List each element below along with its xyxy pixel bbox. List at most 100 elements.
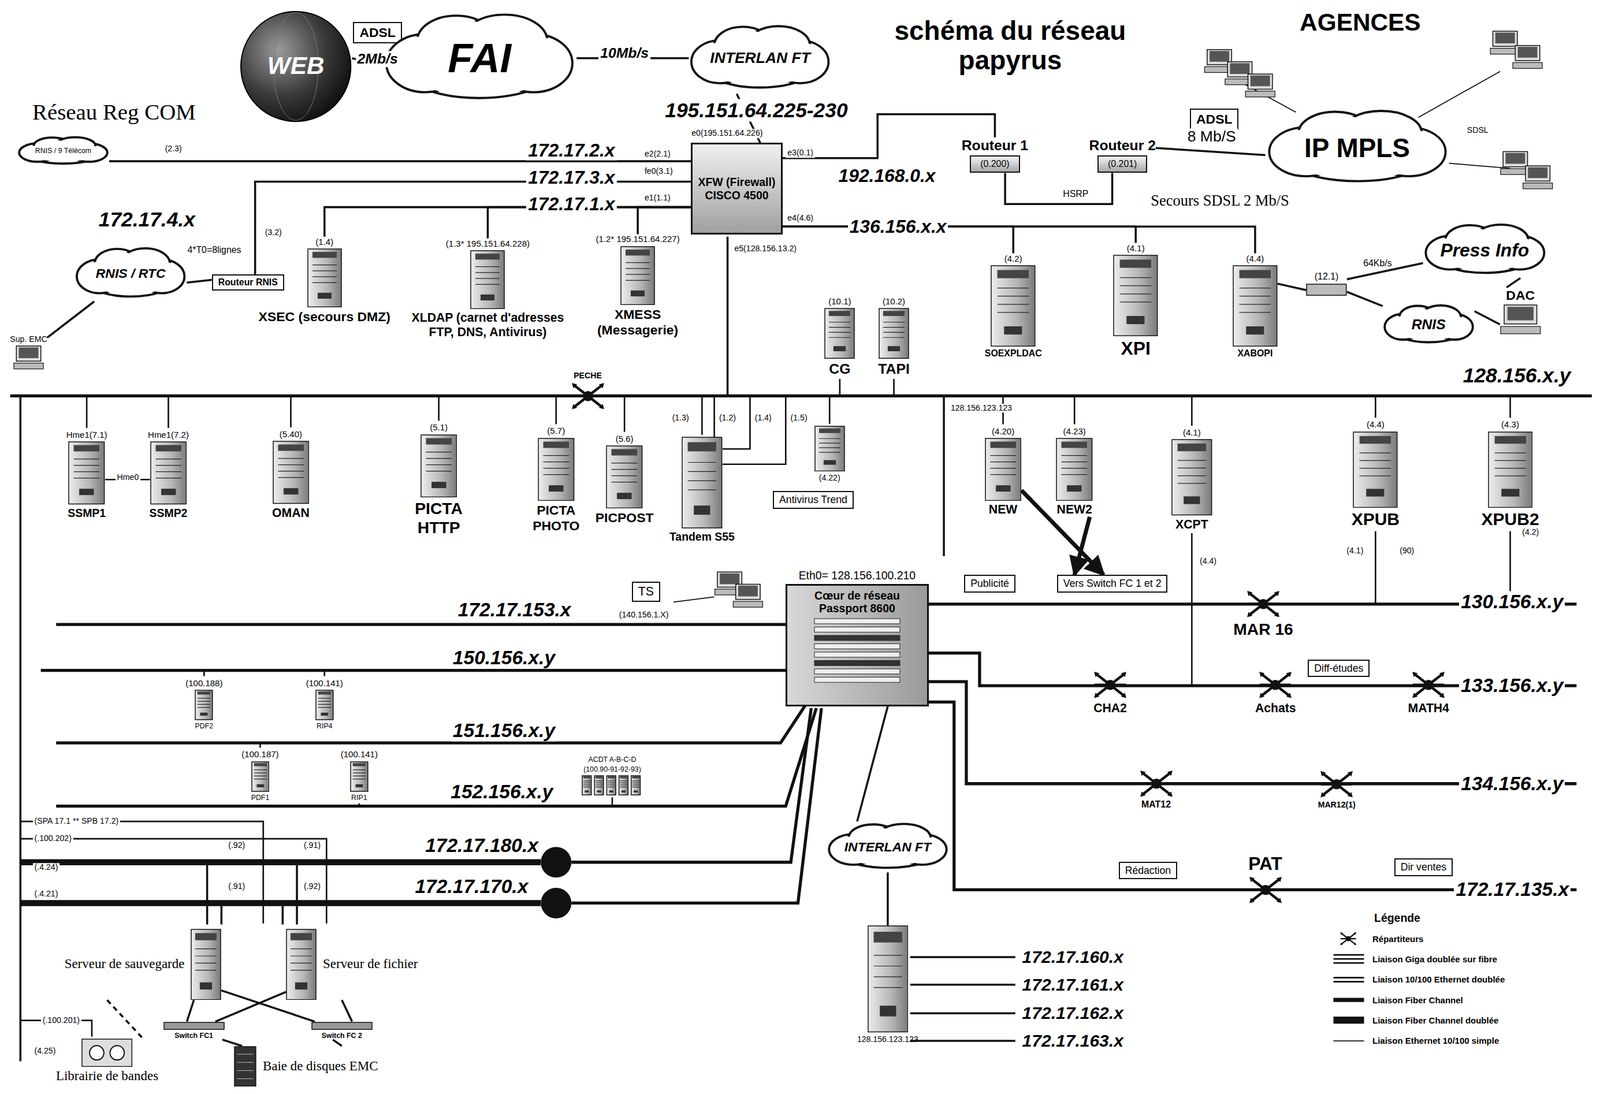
fiber-hub	[540, 887, 572, 919]
firewall-box: XFW (Firewall) CISCO 4500	[690, 142, 783, 235]
callout-label: e0(195.151.64.226)	[689, 129, 765, 139]
node-text: (100.141)	[306, 678, 344, 688]
link-connector	[1474, 311, 1501, 325]
server-icon	[251, 761, 270, 792]
bus-drop	[358, 803, 361, 807]
server-icon	[150, 441, 188, 505]
node-text: IP MPLS	[1304, 132, 1410, 164]
callout-label: 128.156.x.y	[1461, 364, 1573, 388]
node-text: (4.4)	[1366, 419, 1385, 430]
server-node: Tandem S55	[669, 436, 735, 543]
link-label: 64Kb/s	[1361, 258, 1394, 269]
node-text: FAI	[447, 34, 512, 82]
network-segment	[1418, 71, 1501, 118]
node-text: (4.1)	[1182, 427, 1201, 438]
network-segment	[910, 1039, 1016, 1043]
label-box: Publicité	[964, 574, 1016, 593]
callout-label: AGENCES	[1297, 9, 1423, 37]
node-text: (5.1)	[429, 422, 448, 433]
callout-label: (1.4)	[753, 414, 774, 424]
server-icon	[350, 761, 369, 792]
node-text: RNIS	[1411, 316, 1446, 333]
server-icon	[315, 689, 334, 721]
workstation: Sup. EMC	[9, 334, 47, 371]
link-connector	[1506, 277, 1521, 288]
server-icon	[420, 434, 458, 498]
node-text: ACDT A-B-C-D	[588, 755, 637, 764]
node-text: (0.201)	[1107, 158, 1137, 170]
callout-label: 172.17.170.x	[412, 876, 530, 898]
callout-label: 152.156.x.y	[448, 780, 555, 803]
server-icon	[605, 445, 643, 509]
fc-switch: Switch FC1	[163, 1021, 225, 1040]
network-segment	[722, 395, 787, 464]
callout-label: Hme0	[115, 473, 141, 483]
server-node: (4.4)XPUB	[1351, 419, 1400, 530]
callout-label: 172.17.180.x	[423, 835, 541, 857]
node-text: (5.40)	[279, 429, 303, 439]
legend-text: Liaison Ethernet 10/100 simple	[1372, 1035, 1499, 1046]
callout-label: 172.17.163.x	[1020, 1031, 1126, 1051]
callout-label: (140.156.1.X)	[617, 610, 671, 620]
server-node: (4.3)XPUB2	[1481, 419, 1539, 530]
node-text: (4.23)	[1063, 426, 1086, 437]
link-connector	[857, 706, 888, 822]
legend-sample	[1331, 971, 1367, 988]
network-segment	[220, 902, 223, 925]
node-text: Cœur de réseau Passport 8600	[790, 589, 924, 616]
callout-label: e1(1.1)	[642, 193, 673, 203]
node-text: Vers Switch FC 1 et 2	[1063, 577, 1162, 590]
node-text: RNIS / RTC	[95, 265, 166, 281]
bus-drop	[1073, 395, 1076, 424]
node-text: SSMP1	[67, 506, 106, 520]
distributor-symbol: Achats	[1255, 670, 1297, 716]
link-connector	[1155, 147, 1266, 155]
bus-drop	[892, 378, 895, 396]
server-icon	[272, 440, 310, 505]
distributor-symbol: MAR12(1)	[1318, 769, 1356, 810]
callout-label: (4.4)	[1197, 556, 1219, 567]
bus-drop	[437, 395, 440, 421]
server-icon	[470, 250, 505, 310]
workstation-icon	[1523, 165, 1553, 189]
workstation-icon	[732, 583, 763, 608]
server-node: 128.156.123.123	[857, 925, 919, 1044]
server-icon	[1487, 431, 1533, 508]
callout-label: 172.17.135.x	[1453, 879, 1571, 901]
network-cloud: RNIS / RTC	[74, 245, 187, 302]
server-node: (5.6)PICPOST	[595, 433, 654, 526]
callout-label: 172.17.160.x	[1020, 947, 1126, 967]
node-text: OMAN	[272, 505, 310, 520]
server-node: (5.7)PICTA PHOTO	[523, 425, 589, 534]
node-text: MAR 16	[1233, 619, 1294, 639]
server-rack: ACDT A-B-C-D(100.90-91-92-93)	[581, 755, 643, 796]
server-node: Hme1(7.1)SSMP1	[66, 429, 108, 520]
node-text: PICPOST	[595, 510, 654, 526]
callout-label: 151.156.x.y	[451, 719, 557, 742]
network-segment	[571, 708, 822, 903]
router-chassis: (0.200)	[969, 155, 1020, 173]
bus-drop	[623, 395, 626, 432]
callout-label: (90)	[1397, 546, 1416, 556]
node-text: Tandem S55	[669, 530, 735, 543]
bus-drop	[828, 395, 831, 424]
node-text: MAR12(1)	[1318, 800, 1356, 810]
callout-label: (1.3)	[670, 414, 691, 424]
network-segment	[56, 622, 806, 626]
node-text: TS	[638, 584, 654, 599]
bus-drop	[167, 395, 170, 428]
network-segment	[41, 668, 807, 672]
network-segment	[910, 955, 1016, 959]
node-text: ADSL	[359, 24, 396, 40]
link-connector	[1074, 516, 1090, 576]
link-connector	[341, 999, 353, 1022]
callout-label: (.100.201)	[41, 1016, 82, 1026]
callout-label: (.91)	[302, 841, 323, 851]
modem-device: (12.1)	[1305, 271, 1348, 296]
link-connector	[782, 226, 1136, 243]
server-node: Serveur de fichier	[285, 928, 418, 1001]
legend-row: Répartiteurs	[1331, 930, 1505, 947]
node-text: XFW (Firewall) CISCO 4500	[697, 175, 776, 202]
node-text: RIP1	[351, 793, 367, 802]
